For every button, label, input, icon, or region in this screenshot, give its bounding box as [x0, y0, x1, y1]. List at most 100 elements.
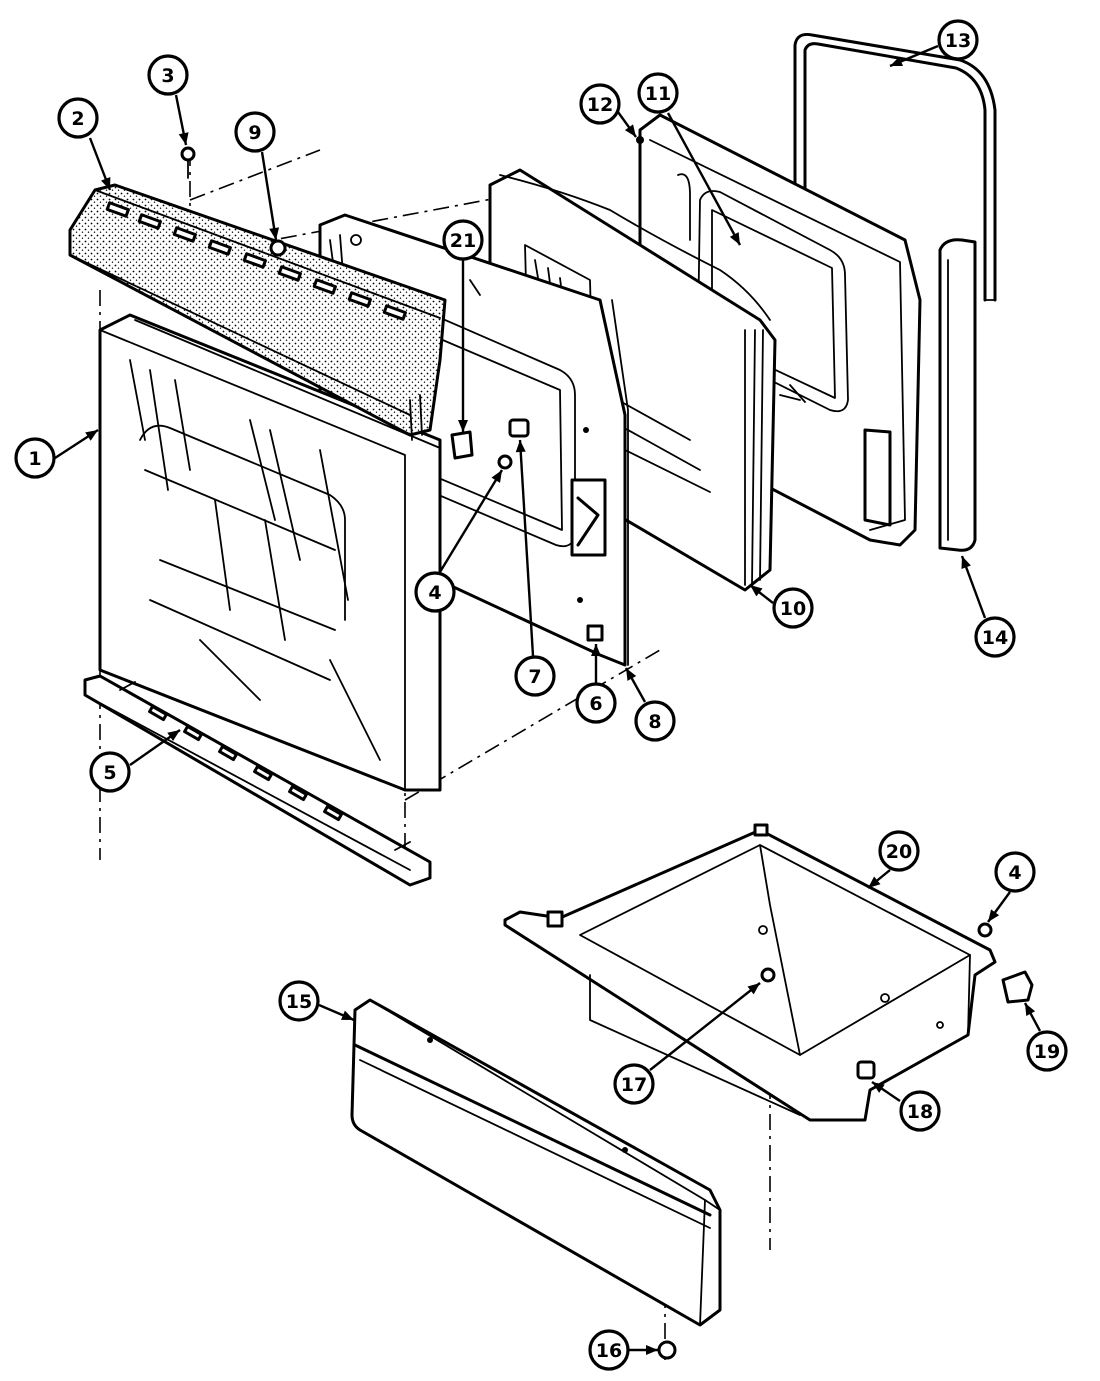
part-2-vent-trim [68, 183, 447, 441]
callout-6: 6 [575, 644, 617, 724]
callout-arrowhead [515, 440, 526, 453]
callout-arrowhead [101, 177, 111, 190]
callout-circle [14, 437, 56, 479]
callout-number: 17 [621, 1074, 647, 1096]
callout-circle [637, 72, 679, 114]
callout-arrowhead [178, 132, 189, 145]
callout-number: 5 [103, 762, 116, 784]
callout-number: 6 [589, 693, 602, 715]
callout-arrowhead [624, 124, 636, 137]
callout-number: 21 [450, 230, 476, 252]
callout-arrowhead [167, 730, 180, 741]
callout-5: 5 [89, 729, 181, 793]
callout-18: 18 [871, 1081, 941, 1132]
callout-number: 2 [71, 108, 84, 130]
callout-circle [937, 19, 979, 61]
part-19-drawer-stop [1001, 970, 1034, 1004]
callout-number: 18 [907, 1101, 933, 1123]
callout-circle [575, 682, 617, 724]
callout-arrowhead [729, 232, 740, 245]
callout-arrowhead [491, 470, 502, 483]
callout-leader [649, 982, 761, 1071]
part-9-plug-button [269, 239, 287, 257]
callout-circle [414, 571, 456, 613]
callout-arrowhead [747, 983, 760, 995]
callout-circle [147, 54, 189, 96]
part-20-drawer-body [503, 823, 997, 1122]
part-17-drawer-screw [760, 967, 776, 983]
part-18-drawer-glide [856, 1060, 876, 1080]
callout-circle [278, 980, 320, 1022]
callout-circle [514, 655, 556, 697]
callout-3: 3 [147, 54, 189, 146]
callout-21: 21 [442, 219, 484, 432]
callout-number: 14 [982, 627, 1008, 649]
callout-number: 19 [1034, 1041, 1060, 1063]
callout-9: 9 [234, 111, 280, 241]
callout-circle [634, 700, 676, 742]
callout-leader [666, 112, 742, 246]
callout-circle [588, 1329, 630, 1371]
part-4-drawer-screw [977, 922, 993, 938]
callout-12: 12 [579, 83, 637, 138]
part-4-screw-door [497, 454, 513, 470]
callout-number: 8 [648, 711, 661, 733]
callout-circle [442, 219, 484, 261]
callout-number: 9 [248, 122, 261, 144]
callout-number: 4 [1008, 862, 1021, 884]
callout-circle [579, 83, 621, 125]
part-16-drawer-knob [657, 1340, 677, 1360]
callout-circle [57, 97, 99, 139]
callout-number: 3 [161, 65, 174, 87]
callout-circle [1026, 1030, 1068, 1072]
part-15-drawer-front [350, 998, 722, 1327]
callout-number: 12 [587, 94, 613, 116]
callout-arrowhead [591, 644, 601, 656]
callout-arrowhead [85, 430, 98, 441]
callout-number: 10 [780, 598, 806, 620]
callout-arrowhead [890, 56, 903, 66]
part-1-outer-door-glass [98, 313, 442, 792]
callout-arrowhead [961, 556, 971, 569]
callout-arrowhead [988, 909, 1000, 922]
callout-arrowhead [458, 420, 468, 432]
callout-circle [89, 751, 131, 793]
callout-arrowhead [750, 585, 763, 597]
callout-17: 17 [613, 982, 761, 1105]
callout-11: 11 [637, 72, 742, 246]
callout-number: 15 [286, 991, 312, 1013]
callout-13: 13 [889, 19, 979, 68]
part-3-screw-top [180, 146, 196, 179]
callout-circle [974, 616, 1016, 658]
callout-20: 20 [867, 830, 920, 889]
callout-number: 1 [28, 448, 41, 470]
part-7-hinge-clip [508, 418, 530, 438]
callout-1: 1 [14, 428, 99, 479]
callout-leader [438, 469, 504, 573]
callout-leader [260, 151, 278, 241]
callout-circle [994, 851, 1036, 893]
callout-number: 7 [528, 666, 541, 688]
callout-number: 4 [428, 582, 441, 604]
callout-number: 20 [886, 841, 912, 863]
callout-number: 16 [596, 1340, 622, 1362]
callout-number: 11 [645, 83, 671, 105]
callout-15: 15 [278, 980, 355, 1022]
callout-circle [899, 1090, 941, 1132]
part-21-latch-block [450, 430, 474, 460]
part-5-bottom-trim [83, 674, 432, 887]
callout-circle [613, 1063, 655, 1105]
callout-10: 10 [749, 584, 814, 629]
callout-arrowhead [269, 227, 280, 240]
callout-7: 7 [514, 439, 556, 697]
callout-arrowhead [868, 876, 881, 888]
callout-leader [518, 439, 535, 657]
callout-circle [772, 587, 814, 629]
callout-16: 16 [588, 1329, 658, 1371]
callout-circle [878, 830, 920, 872]
callout-8: 8 [624, 667, 676, 742]
callout-arrowhead [646, 1345, 658, 1355]
callout-arrowhead [341, 1010, 354, 1020]
